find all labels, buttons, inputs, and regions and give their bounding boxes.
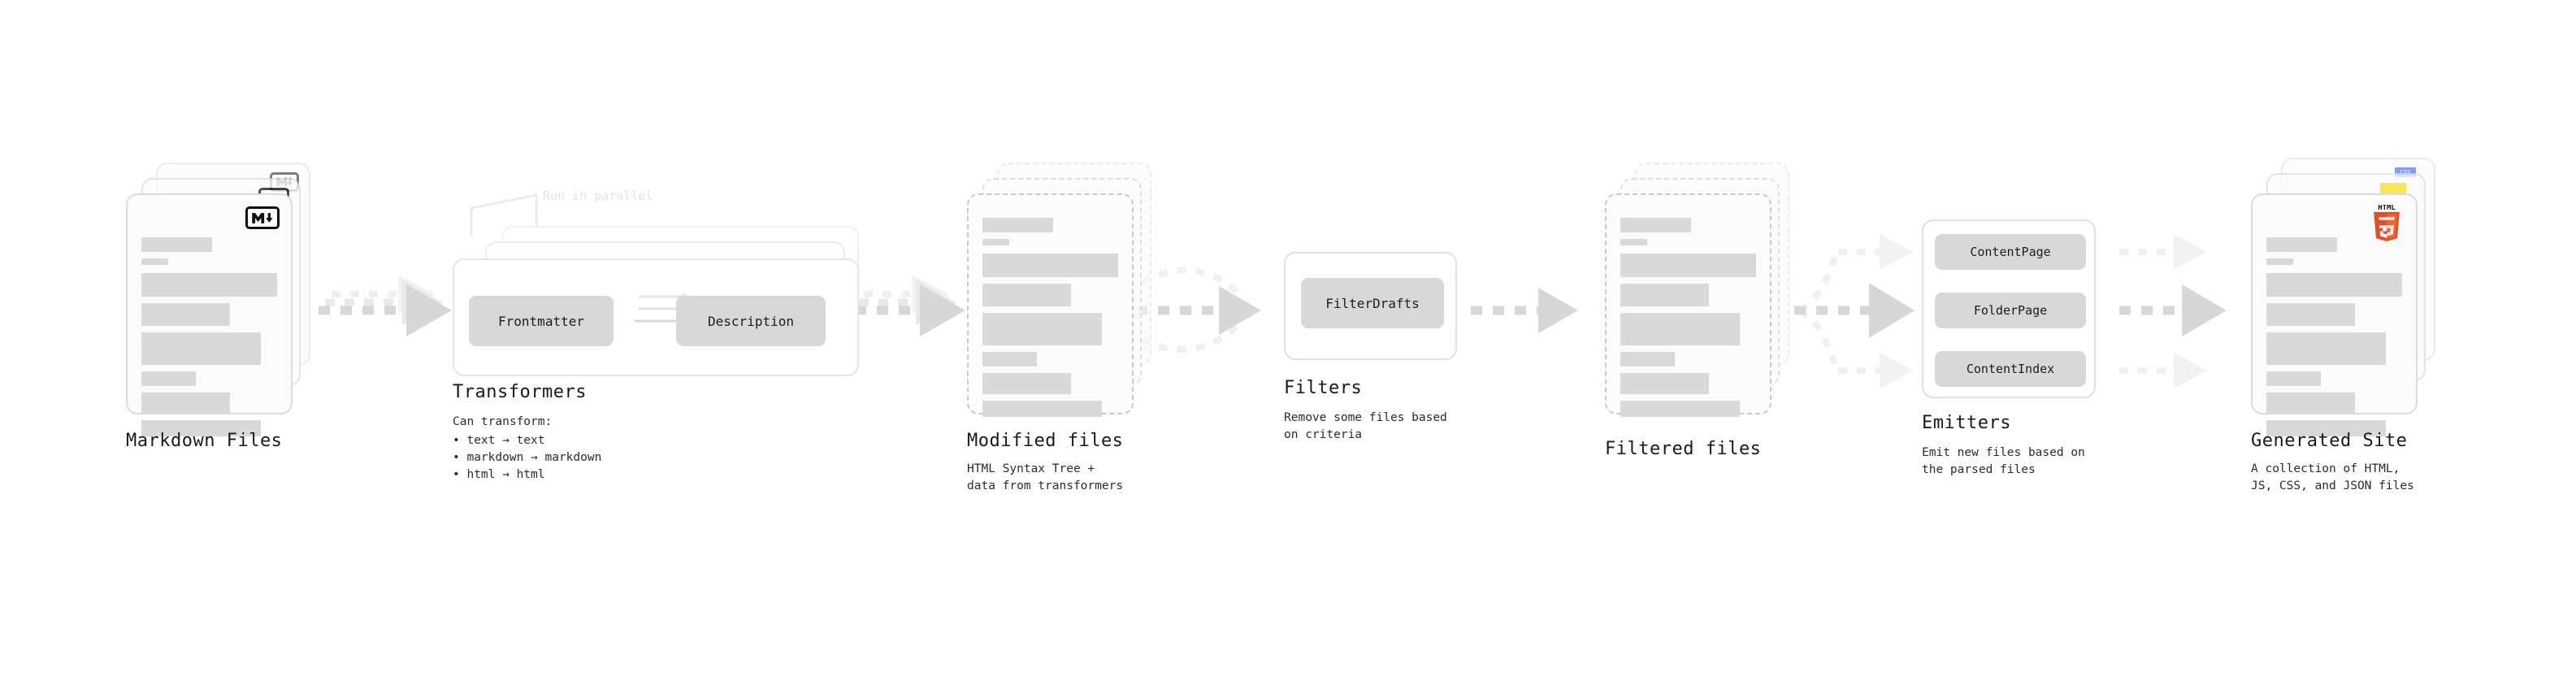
skeleton-bar <box>1620 218 1691 232</box>
html5-icon: HTML <box>2369 204 2405 247</box>
stage-title: Filtered files <box>1605 439 1762 459</box>
stage-title: Modified files <box>967 431 1124 451</box>
stage-title: Emitters <box>1922 413 2011 433</box>
markdown-skeleton <box>141 237 277 443</box>
skeleton-bar <box>982 401 1102 417</box>
skeleton-bar <box>2266 303 2355 326</box>
stage-title: Transformers <box>453 382 587 402</box>
pill-folderpage[interactable]: FolderPage <box>1935 293 2086 328</box>
skeleton-bar <box>141 420 261 436</box>
emitters-box: ContentPage FolderPage ContentIndex <box>1922 219 2096 398</box>
transformers-box: Frontmatter Description <box>453 258 859 376</box>
stage-title: Generated Site <box>2251 431 2408 451</box>
site-skeleton <box>2266 237 2402 443</box>
arrow-emitters-to-site <box>2119 234 2227 388</box>
label-generated-site: Generated Site A collection of HTML, JS,… <box>2251 431 2414 495</box>
arrow-filters-to-filtered <box>1471 288 1578 333</box>
skeleton-bar <box>1620 313 1740 345</box>
label-transformers: Transformers Can transform: • text → tex… <box>453 382 601 484</box>
skeleton-bar <box>141 393 230 414</box>
label-emitters: Emitters Emit new files based on the par… <box>1922 413 2085 479</box>
run-in-parallel-note: Run in parallel <box>543 189 653 203</box>
label-filtered-files: Filtered files <box>1605 439 1761 459</box>
modified-skeleton <box>982 218 1118 423</box>
skeleton-bar <box>141 258 169 265</box>
transform-list-item: • markdown → markdown <box>453 451 602 465</box>
skeleton-bar <box>982 239 1010 245</box>
skeleton-bar <box>982 218 1053 232</box>
transform-list: • text → text • markdown → markdown • ht… <box>453 432 601 484</box>
pill-contentpage[interactable]: ContentPage <box>1935 234 2086 270</box>
stage-title: Filters <box>1284 378 1363 398</box>
markdown-card-front <box>126 193 293 436</box>
skeleton-bar <box>2266 393 2355 414</box>
stage-description: A collection of HTML, JS, CSS, and JSON … <box>2251 462 2414 493</box>
skeleton-bar <box>141 303 230 326</box>
skeleton-bar <box>1620 254 1756 277</box>
transform-list-item: • text → text <box>453 434 545 448</box>
skeleton-bar <box>2266 420 2386 436</box>
skeleton-bar <box>1620 373 1709 394</box>
skeleton-bar <box>2266 332 2386 365</box>
skeleton-bar <box>1620 352 1675 367</box>
arrow-modified-to-filters <box>1136 267 1261 354</box>
arrow-filtered-to-emitters <box>1794 234 1915 388</box>
site-card-front: HTML <box>2251 193 2418 436</box>
markdown-badge <box>245 206 280 229</box>
skeleton-bar <box>141 332 261 365</box>
skeleton-bar <box>2266 258 2294 265</box>
pill-filterdrafts[interactable]: FilterDrafts <box>1301 278 1444 328</box>
stage-description: HTML Syntax Tree + data from transformer… <box>967 462 1124 493</box>
arrow-markdown-to-transformers <box>319 275 452 336</box>
stage-description: Remove some files based on criteria <box>1284 411 1447 442</box>
label-markdown-files: Markdown Files <box>126 431 282 451</box>
skeleton-bar <box>1620 284 1709 306</box>
skeleton-bar <box>141 371 196 386</box>
pill-contentindex[interactable]: ContentIndex <box>1935 351 2086 387</box>
skeleton-bar <box>2266 273 2402 297</box>
transform-list-item: • html → html <box>453 468 545 482</box>
skeleton-bar <box>982 352 1037 367</box>
skeleton-bar <box>982 373 1071 394</box>
skeleton-bar <box>982 254 1118 277</box>
skeleton-bar <box>2266 237 2337 252</box>
skeleton-bar <box>982 284 1071 306</box>
svg-text:HTML: HTML <box>2378 205 2396 212</box>
skeleton-bar <box>982 313 1102 345</box>
stage-description: Emit new files based on the parsed files <box>1922 446 2085 477</box>
label-modified-files: Modified files HTML Syntax Tree + data f… <box>967 431 1123 495</box>
stage-description: Can transform: <box>453 415 553 428</box>
skeleton-bar <box>141 273 277 297</box>
skeleton-bar <box>2266 371 2321 386</box>
skeleton-bar <box>1620 401 1740 417</box>
stage-title: Markdown Files <box>126 431 283 451</box>
label-filters: Filters Remove some files based on crite… <box>1284 378 1447 444</box>
skeleton-bar <box>1620 239 1648 245</box>
pill-frontmatter[interactable]: Frontmatter <box>469 296 614 346</box>
skeleton-bar <box>141 237 212 252</box>
pill-description[interactable]: Description <box>676 296 826 346</box>
filtered-card-front <box>1605 193 1772 417</box>
modified-card-front <box>967 193 1134 417</box>
filters-box: FilterDrafts <box>1284 252 1457 360</box>
filtered-skeleton <box>1620 218 1756 423</box>
